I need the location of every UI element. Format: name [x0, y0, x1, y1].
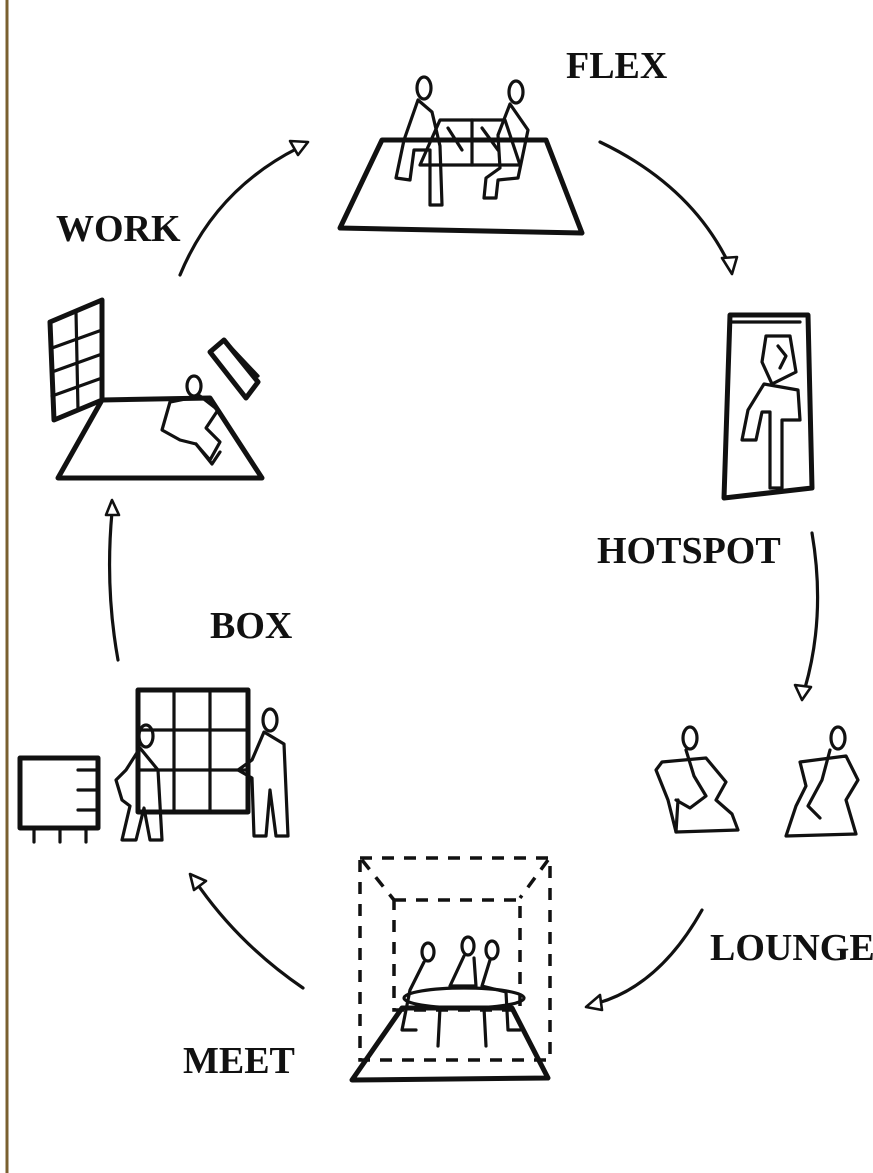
- label-meet: MEET: [183, 1040, 295, 1082]
- arrow-flex-to-hotspot: [598, 140, 739, 276]
- arrow-hotspot-to-lounge: [793, 531, 820, 702]
- box-illustration: [17, 687, 290, 844]
- meet-illustration: [349, 856, 552, 1083]
- label-flex: FLEX: [566, 45, 667, 87]
- arrow-work-to-flex: [178, 139, 310, 277]
- arrow-box-to-work: [104, 498, 121, 662]
- flex-illustration: [337, 75, 585, 236]
- label-hotspot: HOTSPOT: [597, 530, 781, 572]
- lounge-illustration: [654, 725, 860, 838]
- label-lounge: LOUNGE: [710, 927, 873, 969]
- arrow-lounge-to-meet: [584, 908, 704, 1012]
- arrow-meet-to-box: [188, 872, 305, 990]
- hotspot-illustration: [721, 312, 815, 501]
- label-work: WORK: [56, 208, 181, 250]
- label-box: BOX: [210, 605, 292, 647]
- work-illustration: [47, 297, 265, 481]
